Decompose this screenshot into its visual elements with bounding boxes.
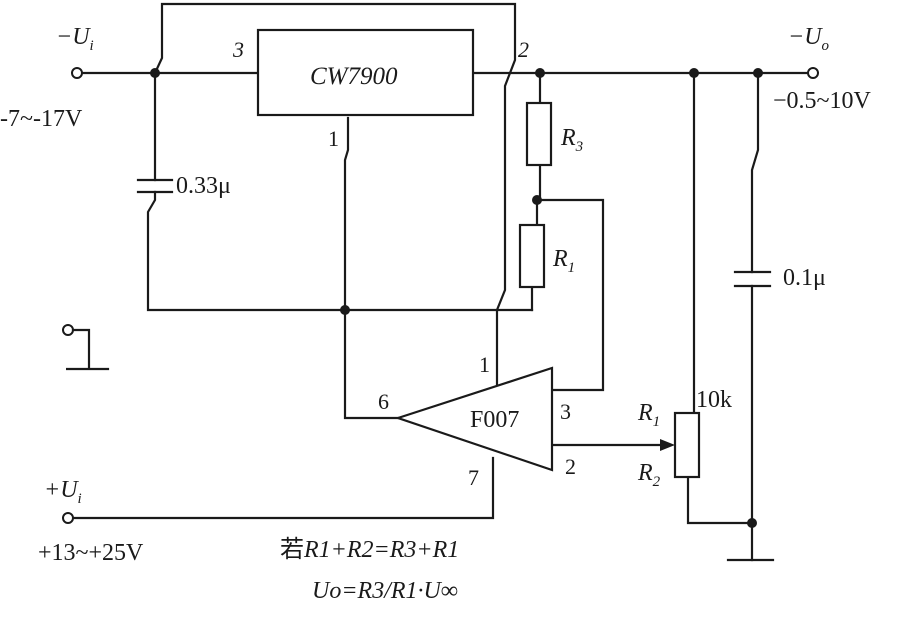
pos-input-range: +13~+25V: [38, 540, 144, 566]
pot-value: 10k: [696, 387, 732, 413]
resistor-r1: [518, 223, 546, 289]
regulator-pin-in: 3: [232, 37, 244, 62]
r3-label: R3: [560, 125, 583, 155]
neg-input-range: -7~-17V: [0, 106, 83, 132]
output-cap-value: 0.1μ: [783, 265, 826, 291]
output-range: −0.5~10V: [773, 88, 872, 114]
junction-dots: [150, 68, 763, 528]
opamp-triangle: [394, 366, 554, 472]
terminal-neg-input: [71, 67, 83, 79]
opamp-pin-6: 6: [378, 389, 389, 414]
input-cap-value: 0.33μ: [176, 173, 231, 199]
opamp-pin-1: 1: [479, 352, 490, 377]
formula-condition: 若R1+R2=R3+R1: [280, 536, 459, 563]
pot-upper-label: R1: [637, 400, 660, 430]
output-capacitor: [733, 270, 772, 288]
potentiometer: [673, 411, 701, 479]
opamp-pin-2: 2: [565, 454, 576, 479]
output-label: −Uo: [788, 24, 830, 54]
input-capacitor: [136, 178, 174, 194]
wiper-arrow-icon: [660, 439, 675, 451]
neg-input-label: −Ui: [56, 24, 94, 54]
opamp-pin-7: 7: [468, 465, 479, 490]
pos-input-label: +Ui: [44, 477, 82, 507]
terminal-output: [807, 67, 819, 79]
regulator-name: CW7900: [310, 63, 398, 90]
opamp-pin-3: 3: [560, 399, 571, 424]
wires: [70, 2, 810, 562]
terminal-pos-input: [62, 512, 74, 524]
regulator-box: [256, 28, 475, 117]
regulator-pin-out: 2: [518, 37, 529, 62]
regulator-pin-common: 1: [328, 126, 339, 151]
formula-output: Uo=R3/R1·U∞: [312, 578, 458, 604]
stub-ground: [62, 324, 110, 371]
opamp-name: F007: [470, 407, 519, 433]
pot-lower-label: R2: [637, 460, 661, 490]
r1-label: R1: [552, 246, 575, 276]
resistor-r3: [525, 101, 553, 167]
